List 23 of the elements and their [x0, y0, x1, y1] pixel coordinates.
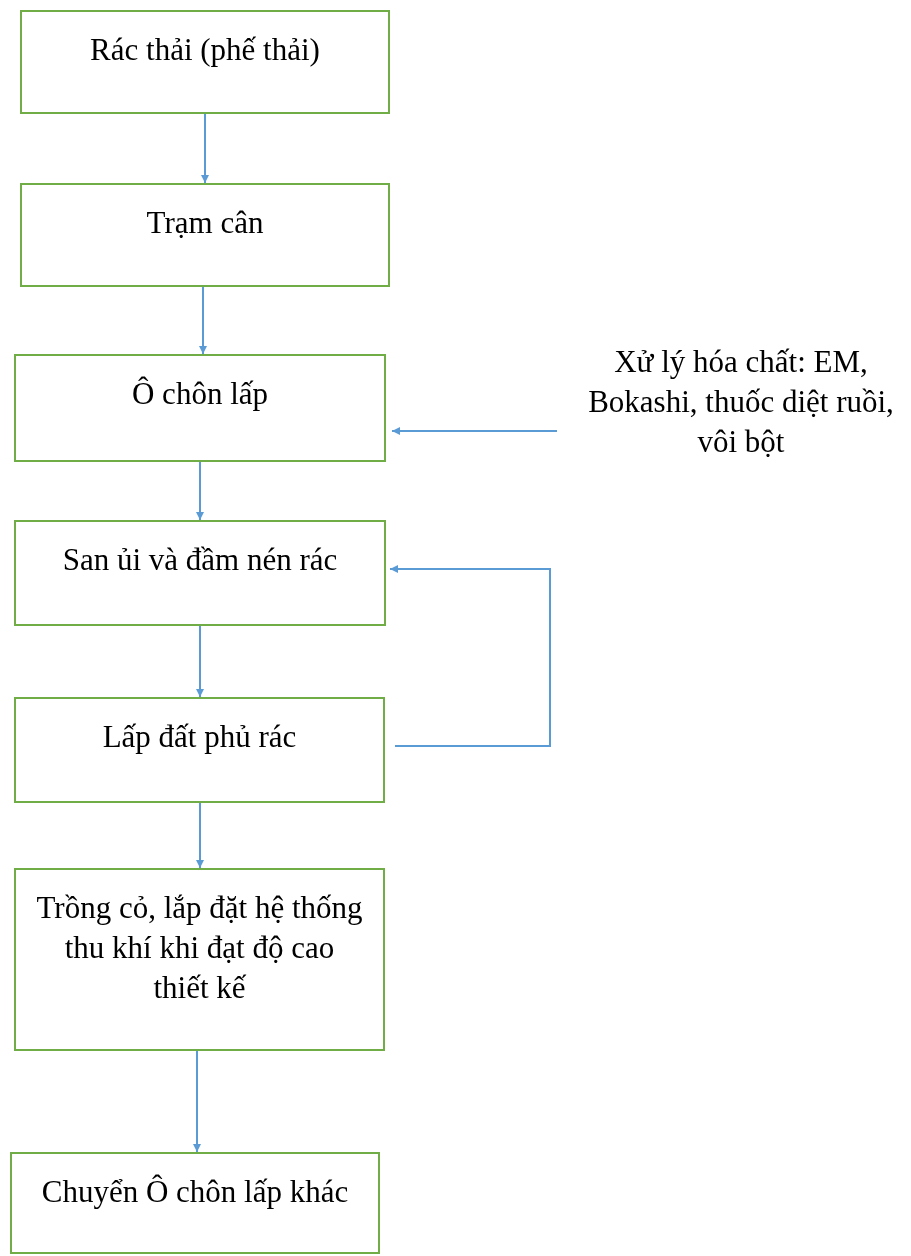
arrow	[193, 1050, 201, 1153]
box-label: Ô chôn lấp	[132, 375, 268, 413]
box-label: Chuyển Ô chôn lấp khác	[41, 1173, 349, 1211]
box-label: Rác thải (phế thải)	[90, 31, 320, 69]
box-label: Trồng cỏ, lắp đặt hệ thống thu khí khi đạt độ cao thiết kế	[36, 889, 363, 1007]
process-box	[14, 868, 385, 1051]
arrow	[199, 286, 207, 355]
arrow	[201, 113, 209, 184]
box-label: Lấp đất phủ rác	[102, 718, 297, 756]
arrow	[389, 565, 551, 747]
arrow	[196, 461, 204, 521]
process-box	[14, 520, 386, 626]
process-box	[20, 10, 390, 114]
process-box	[14, 697, 385, 803]
process-box	[20, 183, 390, 287]
arrow	[391, 427, 558, 435]
process-box	[14, 354, 386, 462]
arrow	[196, 625, 204, 698]
note-text: Xử lý hóa chất: EM, Bokashi, thuốc diệt ruồi, vôi bột	[587, 343, 895, 461]
box-label: Trạm cân	[146, 204, 264, 242]
box-label: San ủi và đầm nén rác	[62, 541, 338, 579]
arrow	[196, 802, 204, 869]
process-box	[10, 1152, 380, 1254]
